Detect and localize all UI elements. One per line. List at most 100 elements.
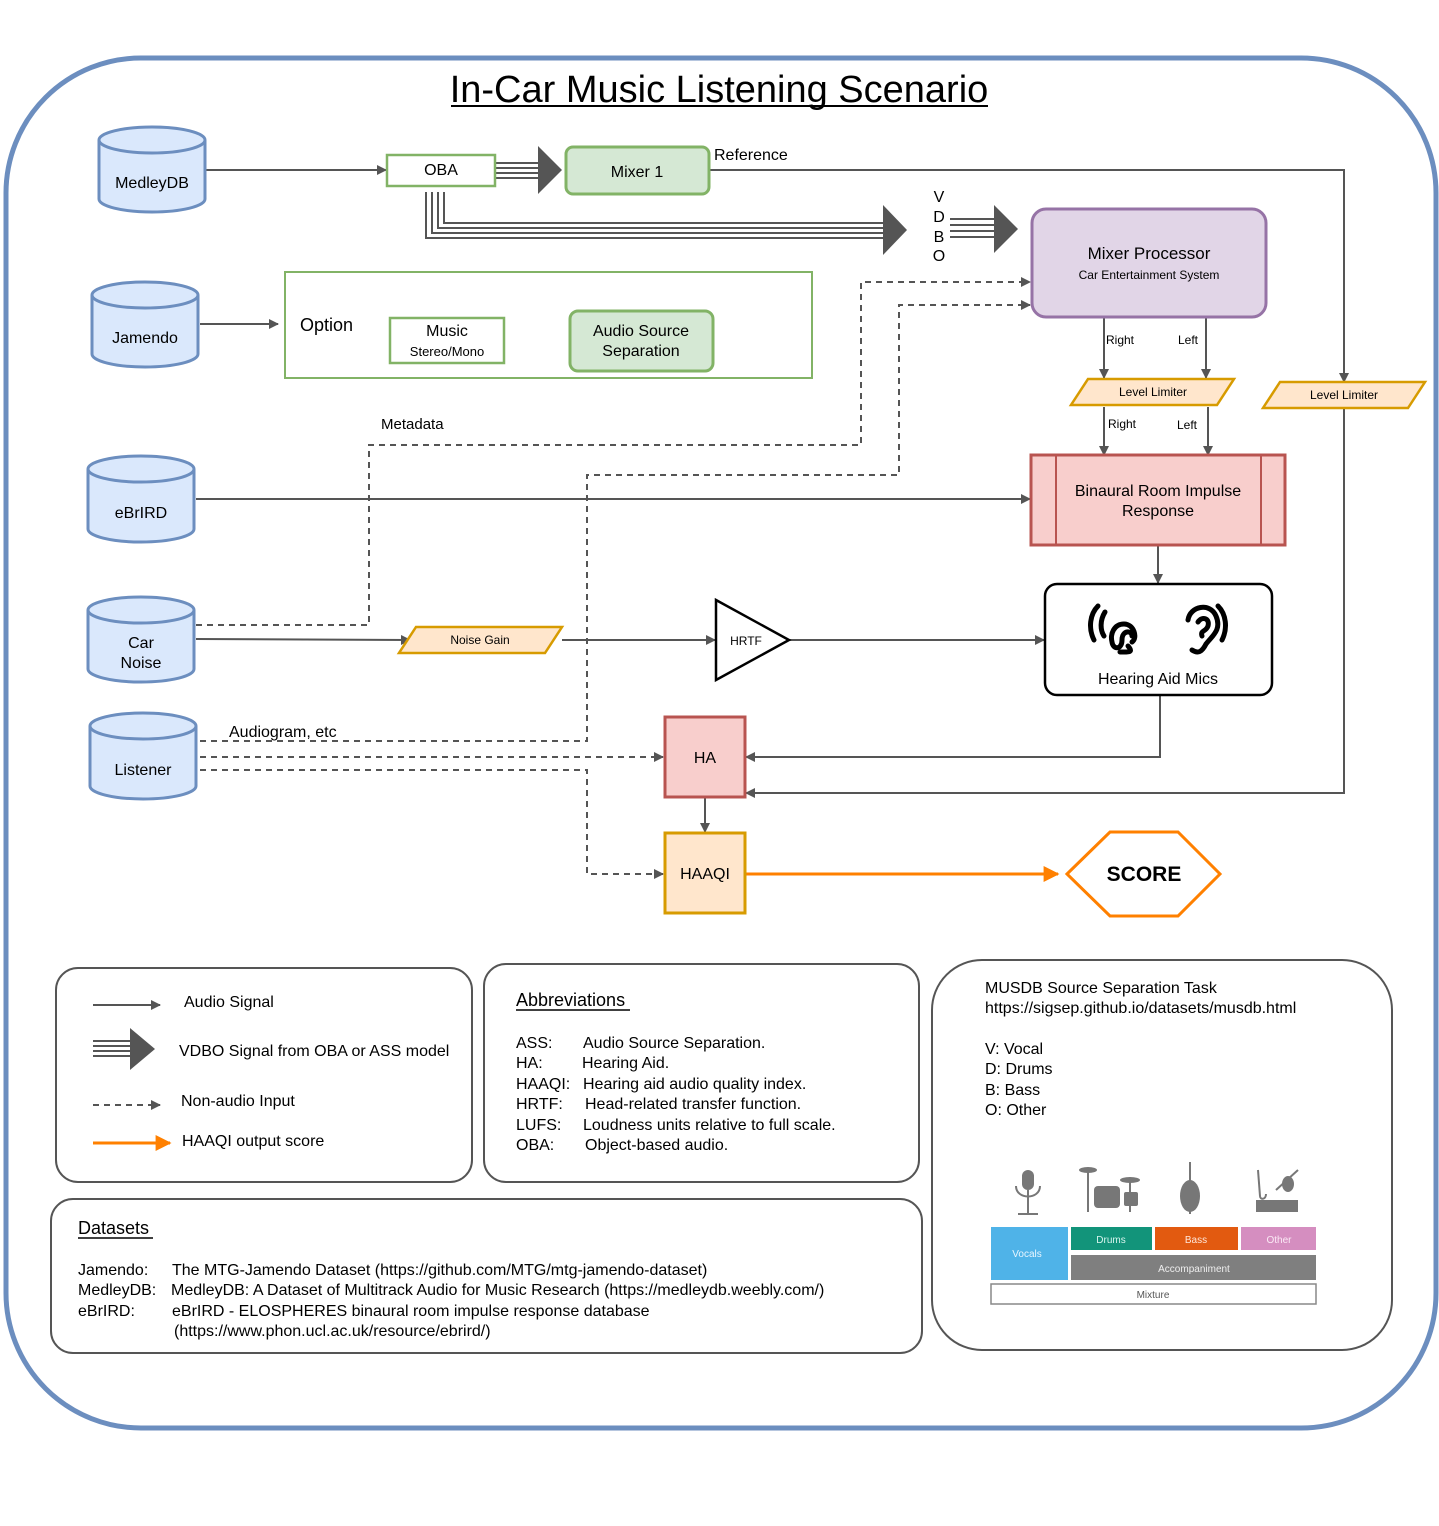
reference-label: Reference xyxy=(714,147,788,164)
score-node[interactable]: SCORE xyxy=(1064,830,1223,918)
mixture-box xyxy=(990,1283,1317,1305)
microphone-icon xyxy=(1015,1170,1041,1215)
legend-vdbo-arrow xyxy=(93,1028,155,1070)
car-noise-database[interactable]: Car Noise xyxy=(86,595,196,684)
haaqi-label: HAAQI xyxy=(680,866,730,883)
vdbo-label: V D B O xyxy=(933,189,945,265)
right-label-2: Right xyxy=(1108,417,1137,431)
svg-text:B: B xyxy=(934,229,945,246)
svg-text:The MTG-Jamendo Dataset (https: The MTG-Jamendo Dataset (https://github.… xyxy=(172,1262,707,1279)
svg-text:O: Other: O: Other xyxy=(985,1102,1047,1119)
svg-text:HRTF:: HRTF: xyxy=(516,1096,563,1113)
right-ear-icon xyxy=(1185,603,1228,655)
oba-node[interactable]: OBA xyxy=(385,153,497,188)
vdbo-arrow-oba-mixer1 xyxy=(496,146,562,194)
svg-text:Bass: Bass xyxy=(1185,1235,1207,1246)
ha-label: HA xyxy=(694,750,717,767)
svg-text:D: Drums: D: Drums xyxy=(985,1061,1053,1078)
svg-text:eBrIRD - ELOSPHERES binaural r: eBrIRD - ELOSPHERES binaural room impuls… xyxy=(172,1303,650,1320)
musdb-url: https://sigsep.github.io/datasets/musdb.… xyxy=(985,1000,1296,1017)
hearing-aid-mics-label: Hearing Aid Mics xyxy=(1098,671,1218,688)
musdb-heading: MUSDB Source Separation Task xyxy=(985,980,1218,997)
listener-database[interactable]: Listener xyxy=(88,711,198,801)
noise-gain-label: Noise Gain xyxy=(450,633,509,647)
mixer1-node[interactable]: Mixer 1 xyxy=(564,145,711,196)
metadata-label: Metadata xyxy=(381,416,444,433)
svg-text:ASS:: ASS: xyxy=(516,1035,552,1052)
musdb-panel: MUSDB Source Separation Task https://sig… xyxy=(931,959,1393,1351)
svg-text:eBrIRD:: eBrIRD: xyxy=(78,1303,135,1320)
brir-label-line2: Response xyxy=(1122,503,1194,520)
abbreviations-heading: Abbreviations xyxy=(516,990,625,1010)
svg-text:MedleyDB: A Dataset of Multitr: MedleyDB: A Dataset of Multitrack Audio … xyxy=(171,1282,824,1299)
ass-node[interactable]: Audio Source Separation xyxy=(568,309,715,373)
vocals-box xyxy=(991,1227,1068,1280)
svg-text:D: D xyxy=(933,209,945,226)
svg-text:(https://www.phon.ucl.ac.uk/re: (https://www.phon.ucl.ac.uk/resource/ebr… xyxy=(174,1323,491,1340)
datasets-heading: Datasets xyxy=(78,1218,149,1238)
option-label: Option xyxy=(300,315,353,335)
svg-text:Accompaniment: Accompaniment xyxy=(1158,1264,1230,1275)
right-label-1: Right xyxy=(1106,333,1135,347)
diagram-title: In-Car Music Listening Scenario xyxy=(450,69,989,111)
level-limiter-reference[interactable]: Level Limiter xyxy=(1260,380,1428,410)
connectors xyxy=(195,165,1349,833)
haaqi-node[interactable]: HAAQI xyxy=(663,831,747,915)
brir-node[interactable]: Binaural Room Impulse Response xyxy=(1029,453,1287,547)
ebrird-label: eBrIRD xyxy=(115,505,167,522)
svg-text:OBA:: OBA: xyxy=(516,1137,554,1154)
svg-text:Other: Other xyxy=(1266,1235,1292,1246)
audiogram-label: Audiogram, etc xyxy=(229,724,337,741)
noise-gain-node[interactable]: Noise Gain xyxy=(396,625,565,655)
hearing-aid-mics-node[interactable]: Hearing Aid Mics xyxy=(1043,582,1274,697)
option-group: Option xyxy=(284,271,813,379)
svg-text:Audio Source Separation.: Audio Source Separation. xyxy=(583,1035,765,1052)
ebrird-database[interactable]: eBrIRD xyxy=(86,454,196,544)
score-label: SCORE xyxy=(1107,863,1182,886)
music-label: Music xyxy=(426,323,468,340)
svg-text:O: O xyxy=(933,248,945,265)
svg-text:B: Bass: B: Bass xyxy=(985,1082,1040,1099)
music-node[interactable]: Music Stereo/Mono xyxy=(388,316,506,365)
abbreviations-panel: Abbreviations ASS: Audio Source Separati… xyxy=(483,963,920,1183)
other-box xyxy=(1241,1227,1316,1250)
ass-label-line1: Audio Source xyxy=(593,323,689,340)
svg-text:HA:: HA: xyxy=(516,1055,543,1072)
medleydb-label: MedleyDB xyxy=(115,175,189,192)
drum-kit-icon xyxy=(1079,1167,1140,1212)
left-label-1: Left xyxy=(1178,333,1199,347)
music-sublabel: Stereo/Mono xyxy=(410,344,484,359)
legend-audio-label: Audio Signal xyxy=(184,994,274,1011)
jamendo-database[interactable]: Jamendo xyxy=(90,280,200,369)
mixer1-label: Mixer 1 xyxy=(611,164,664,181)
jamendo-label: Jamendo xyxy=(112,330,178,347)
legend-haaqi-label: HAAQI output score xyxy=(182,1133,324,1150)
svg-text:V: V xyxy=(934,189,945,206)
level-limiter-reference-label: Level Limiter xyxy=(1310,388,1378,402)
mixer-processor-label: Mixer Processor xyxy=(1088,244,1211,263)
other-instruments-icon xyxy=(1256,1169,1299,1212)
svg-text:Jamendo:: Jamendo: xyxy=(78,1262,148,1279)
level-limiter-stereo[interactable]: Level Limiter xyxy=(1068,377,1237,407)
drums-box xyxy=(1071,1227,1152,1250)
hrtf-node[interactable]: HRTF xyxy=(714,597,792,683)
car-noise-label-line2: Noise xyxy=(121,655,162,672)
datasets-panel: Datasets Jamendo: The MTG-Jamendo Datase… xyxy=(50,1198,923,1354)
brir-label-line1: Binaural Room Impulse xyxy=(1075,483,1241,500)
svg-text:Head-related transfer function: Head-related transfer function. xyxy=(585,1096,801,1113)
left-ear-icon xyxy=(1088,603,1138,655)
mixer-processor-node[interactable]: Mixer Processor Car Entertainment System xyxy=(1030,207,1268,319)
svg-text:Vocals: Vocals xyxy=(1012,1249,1041,1260)
legend-panel: Audio Signal VDBO Signal from OBA or ASS… xyxy=(55,967,473,1183)
car-noise-label-line1: Car xyxy=(128,635,154,652)
svg-text:Hearing Aid.: Hearing Aid. xyxy=(582,1055,669,1072)
svg-text:Loudness units relative to ful: Loudness units relative to full scale. xyxy=(583,1117,836,1134)
ha-node[interactable]: HA xyxy=(663,715,747,799)
bass-box xyxy=(1155,1227,1238,1250)
medleydb-database[interactable]: MedleyDB xyxy=(97,125,207,214)
legend-non-audio-label: Non-audio Input xyxy=(181,1093,295,1110)
non-audio-connectors xyxy=(196,277,1031,879)
oba-label: OBA xyxy=(424,162,458,179)
mixer-processor-sublabel: Car Entertainment System xyxy=(1079,268,1220,282)
